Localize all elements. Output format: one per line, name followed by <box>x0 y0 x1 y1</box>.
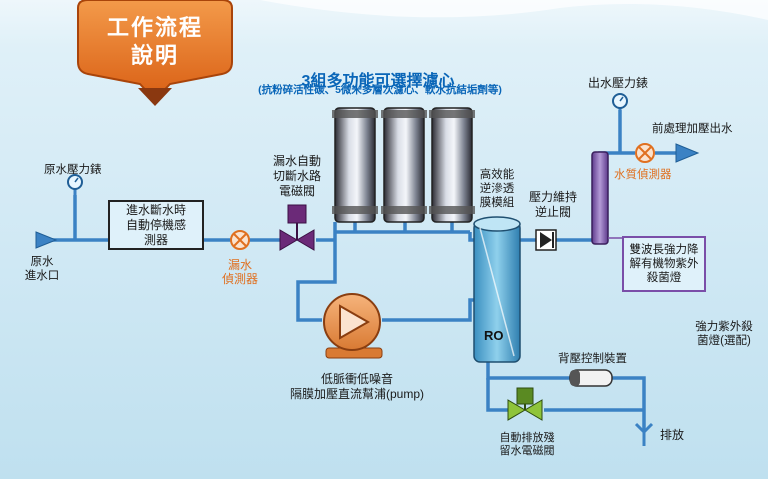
filters-title: 3組多功能可選擇濾心 <box>301 73 455 90</box>
raw-inlet-line-1: 原水 <box>30 256 54 268</box>
title-badge <box>77 0 233 106</box>
top-wave-decoration <box>260 0 768 20</box>
uv-optional-label: 強力紫外殺 菌燈(選配) <box>688 320 760 348</box>
uv-box-line-3: 殺菌燈 <box>646 272 682 284</box>
badge-title: 工作流程 說明 <box>80 14 230 70</box>
filter-cartridges <box>332 107 475 223</box>
badge-line-2: 說明 <box>130 43 179 68</box>
out-gauge-label: 出水壓力錶 <box>588 76 649 90</box>
pre-outlet-label: 前處理加壓出水 <box>652 123 733 135</box>
uv-optional-line-2: 菌燈(選配) <box>697 335 751 347</box>
membrane-line-1: 高效能 <box>479 169 515 181</box>
leak-sensor-line-2: 偵測器 <box>221 272 258 286</box>
pump-graphic <box>323 293 383 359</box>
membrane-line-2: 逆滲透 <box>479 183 515 195</box>
uv-box-line-1: 雙波長強力降 <box>629 244 699 256</box>
uv-lamp-box: 雙波長強力降 解有機物紫外 殺菌燈 <box>622 236 706 292</box>
leak-valve-line-1: 漏水自動 <box>272 154 321 168</box>
pump-label: 低脈衝低噪音 隔膜加壓直流幫浦(pump) <box>282 372 432 402</box>
inlet-arrow <box>35 231 58 249</box>
out-gauge-graphic <box>612 93 628 110</box>
drain-symbol <box>634 422 654 446</box>
stop-sensor-line-2: 自動停機感 <box>125 217 186 232</box>
quality-sensor-label: 水質偵測器 <box>614 169 672 181</box>
stop-sensor-line-1: 進水斷水時 <box>125 202 186 217</box>
raw-gauge-graphic <box>67 174 83 195</box>
drain-valve-label: 自動排放殘 留水電磁閥 <box>490 432 564 458</box>
leak-sensor-graphic <box>230 230 250 250</box>
leak-sensor-label: 漏水 偵測器 <box>212 258 268 286</box>
leak-valve-line-3: 電磁閥 <box>278 184 315 198</box>
uv-box-line-2: 解有機物紫外 <box>629 258 699 270</box>
uv-lamp-graphic <box>591 151 622 245</box>
check-valve-line-1: 壓力維持 <box>528 190 577 204</box>
check-valve-line-2: 逆止閥 <box>534 205 571 219</box>
pump-line-2: 隔膜加壓直流幫浦(pump) <box>289 387 424 401</box>
stop-sensor-box: 進水斷水時 自動停機感 測器 <box>108 200 204 250</box>
drain-valve-graphic <box>507 387 543 421</box>
drain-valve-line-1: 自動排放殘 <box>499 432 555 444</box>
membrane-label: 高效能 逆滲透 膜模組 <box>474 168 520 210</box>
filters-subtitle: (抗粉碎活性碳、5微米多層次濾心、軟水抗結垢劑等) <box>258 84 502 96</box>
ro-membrane-graphic <box>473 216 521 363</box>
raw-inlet-label: 原水 進水口 <box>22 255 62 283</box>
membrane-line-3: 膜模組 <box>479 197 515 209</box>
ro-label: RO <box>484 328 504 343</box>
leak-solenoid-valve-graphic <box>279 204 315 251</box>
quality-sensor-graphic <box>635 143 655 163</box>
backpressure-label: 背壓控制裝置 <box>558 353 627 365</box>
check-valve-label: 壓力維持 逆止閥 <box>524 190 582 220</box>
drain-label: 排放 <box>660 428 685 442</box>
check-valve-graphic <box>535 229 557 251</box>
pump-line-1: 低脈衝低噪音 <box>320 372 393 386</box>
outlet-arrow <box>675 143 700 163</box>
leak-valve-label: 漏水自動 切斷水路 電磁閥 <box>262 154 332 199</box>
leak-valve-line-2: 切斷水路 <box>272 169 321 183</box>
badge-line-1: 工作流程 <box>106 15 203 40</box>
raw-inlet-line-2: 進水口 <box>24 270 60 282</box>
stop-sensor-line-3: 測器 <box>143 232 168 247</box>
uv-optional-line-1: 強力紫外殺 <box>695 321 753 333</box>
drain-valve-line-2: 留水電磁閥 <box>499 445 555 457</box>
leak-sensor-line-1: 漏水 <box>227 258 252 272</box>
backpressure-graphic <box>569 369 613 387</box>
raw-gauge-label: 原水壓力錶 <box>44 164 102 176</box>
